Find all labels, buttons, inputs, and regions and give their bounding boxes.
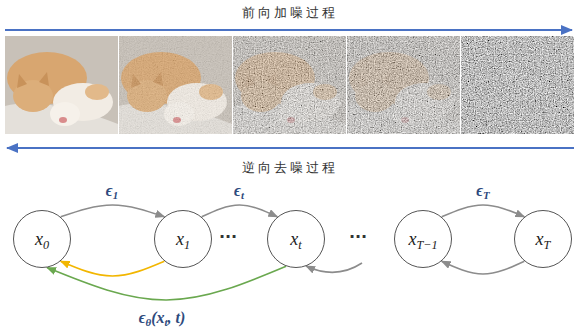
image-panel [461, 36, 574, 134]
image-panel [119, 36, 232, 134]
state-circle: xT−1 [394, 210, 452, 268]
noise-layer [347, 36, 460, 134]
image-panel [233, 36, 346, 134]
reverse-arrow [7, 147, 574, 149]
transition-arrow [202, 205, 278, 217]
state-label: xt [290, 230, 301, 248]
cat-photo [119, 36, 232, 134]
noise-layer [461, 36, 574, 134]
transition-arrow [61, 205, 165, 217]
state-circle: x0 [13, 210, 71, 268]
state-label: x1 [176, 230, 190, 248]
noise-label: ϵT [474, 182, 492, 200]
state-circle: x1 [154, 210, 212, 268]
forward-arrow [5, 29, 572, 31]
noise-label: ϵθ(xt, t) [137, 309, 188, 327]
noise-layer [233, 36, 346, 134]
image-panel [5, 36, 118, 134]
state-circle: xt [267, 210, 325, 268]
transition-arrow [442, 205, 525, 217]
state-label: xT−1 [408, 230, 437, 248]
reverse-step-arrow [306, 263, 362, 272]
cat-photo [347, 36, 460, 134]
cat-photo [5, 36, 118, 134]
ellipsis: ··· [217, 227, 239, 246]
ellipsis: ··· [347, 227, 369, 246]
state-label: x0 [35, 230, 49, 248]
state-circle: xT [514, 210, 572, 268]
photo-background [461, 36, 574, 134]
image-panel [347, 36, 460, 134]
noise-layer [119, 36, 232, 134]
process-caption: 前向加噪过程 [240, 4, 340, 22]
transition-arrow [47, 266, 286, 300]
transition-arrow [61, 261, 165, 276]
transition-arrow [442, 261, 525, 274]
state-label: xT [536, 230, 551, 248]
cat-photo [233, 36, 346, 134]
noise-label: ϵ1 [104, 182, 120, 200]
process-caption: 逆向去噪过程 [240, 159, 340, 177]
noise-label: ϵt [232, 182, 246, 200]
